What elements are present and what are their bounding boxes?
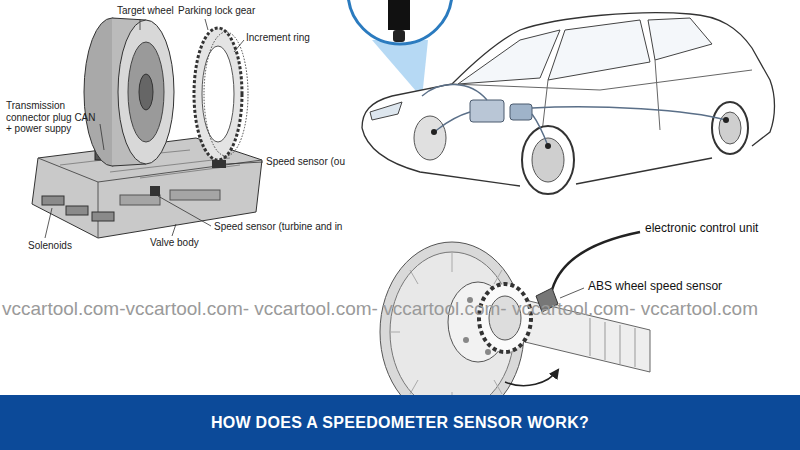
leader-line bbox=[172, 224, 176, 236]
leader-lines bbox=[45, 19, 263, 238]
leader-line bbox=[205, 19, 208, 30]
valve-body-edge bbox=[98, 182, 99, 238]
sensor-wires bbox=[422, 84, 726, 146]
part-label: Valve body bbox=[150, 237, 199, 249]
wheel-sensor bbox=[723, 117, 729, 123]
target-wheel-side bbox=[112, 18, 174, 166]
abs-pump bbox=[510, 104, 532, 120]
front-brake-disc bbox=[532, 138, 564, 182]
headlight bbox=[370, 102, 402, 120]
wheel-stud bbox=[485, 349, 491, 355]
leader-line bbox=[234, 40, 244, 52]
front-wheel bbox=[522, 126, 574, 194]
valve-block bbox=[120, 195, 160, 205]
target-wheel-hub bbox=[139, 74, 153, 110]
turbine-speed-sensor bbox=[150, 186, 160, 196]
sensor-tip bbox=[393, 30, 405, 42]
wheel-stud bbox=[463, 337, 469, 343]
leader-line bbox=[158, 196, 211, 226]
brake-disc-illustration bbox=[380, 232, 650, 422]
side-window bbox=[648, 18, 712, 60]
solenoid bbox=[66, 206, 88, 215]
part-label: Speed sensor (turbine and in bbox=[214, 221, 342, 233]
car-body-lower bbox=[576, 158, 712, 184]
side-window bbox=[548, 20, 650, 80]
callout-circle bbox=[348, 0, 452, 44]
rear-wheel bbox=[712, 102, 748, 154]
leader-line bbox=[560, 288, 584, 298]
rear-brake-disc bbox=[719, 112, 741, 144]
part-label: ABS wheel speed sensor bbox=[588, 280, 722, 294]
wheel-sensor bbox=[545, 143, 551, 149]
leader-line bbox=[100, 124, 104, 150]
caption-text: HOW DOES A SPEEDOMETER SENSOR WORK? bbox=[0, 395, 800, 450]
part-label: Solenoids bbox=[28, 240, 72, 252]
abs-module bbox=[470, 100, 504, 122]
windshield bbox=[458, 30, 560, 84]
part-label: Parking lock gear bbox=[178, 5, 255, 17]
part-label: Speed sensor (ou bbox=[266, 156, 345, 168]
solenoid bbox=[92, 212, 114, 221]
part-label: electronic control unit bbox=[645, 222, 758, 236]
leader-line bbox=[226, 162, 263, 164]
title-banner bbox=[0, 395, 800, 450]
front-left-brake-disc bbox=[414, 116, 446, 160]
solenoid bbox=[42, 196, 64, 205]
leader-line bbox=[45, 208, 52, 238]
leader-line bbox=[140, 19, 141, 30]
car-illustration bbox=[348, 0, 775, 194]
rotation-arrow bbox=[505, 370, 558, 386]
shaft-ribs bbox=[590, 318, 635, 367]
target-wheel bbox=[118, 20, 174, 164]
part-label: Transmission connector plug CAN + power … bbox=[6, 100, 98, 135]
callout-cone bbox=[372, 40, 428, 98]
sensor-body bbox=[388, 0, 410, 30]
valve-block bbox=[170, 190, 220, 200]
car-panel-lines bbox=[452, 60, 752, 150]
wheel-sensor bbox=[431, 129, 437, 135]
part-label: Increment ring bbox=[246, 32, 310, 44]
part-label: Target wheel bbox=[117, 5, 174, 17]
watermark: vccartool.com-vccartool.com- vccartool.c… bbox=[2, 298, 758, 320]
parking-lock-gear bbox=[194, 28, 242, 160]
parking-lock-gear-inner bbox=[202, 46, 234, 142]
output-speed-sensor bbox=[212, 160, 226, 168]
increment-ring bbox=[204, 32, 248, 156]
target-wheel-inner bbox=[128, 42, 164, 142]
